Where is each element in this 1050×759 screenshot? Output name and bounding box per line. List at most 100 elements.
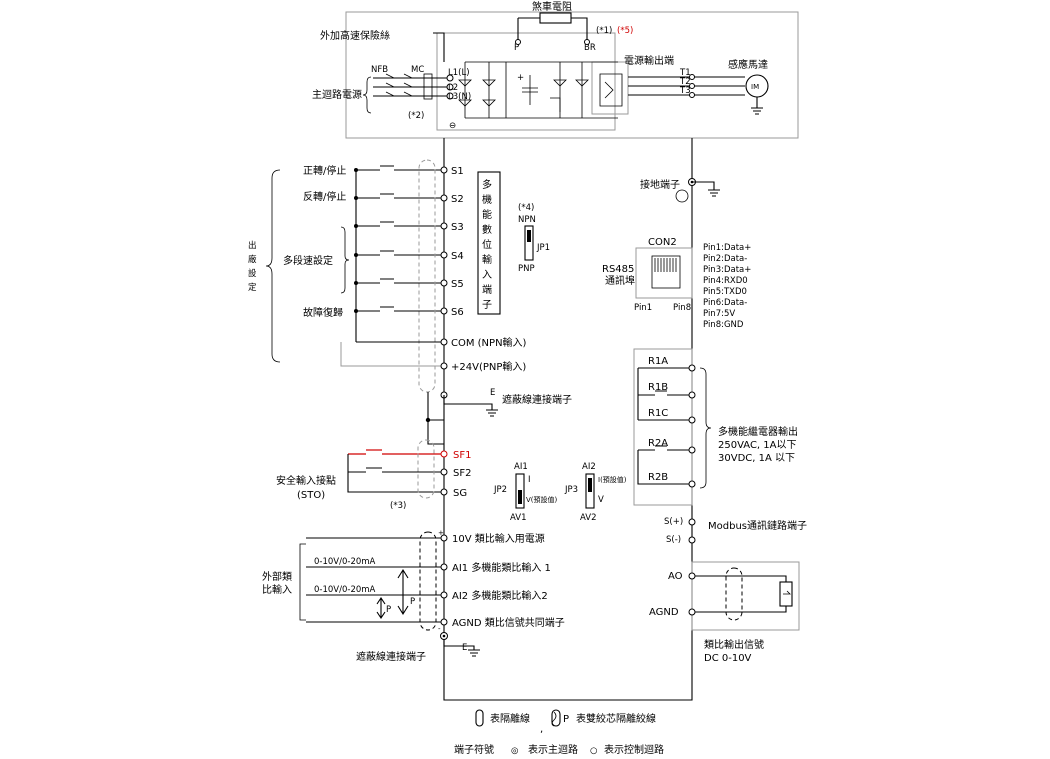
relay-box	[633, 348, 693, 506]
sf1-terminal	[440, 450, 448, 458]
analog-shield-terminal-center	[442, 634, 446, 638]
s-minus-label: S(-)	[666, 535, 681, 545]
ai1-label: AI1	[514, 462, 528, 472]
analog-title-2: 比輸入	[262, 583, 292, 596]
ain-line-1: 10V 類比輸入用電源	[452, 532, 545, 545]
factory-setting-2: 廠	[248, 254, 257, 265]
fuse-label: 外加高速保險絲	[320, 29, 390, 42]
pin-3: Pin3:Data+	[703, 265, 751, 275]
multi-function-box	[477, 171, 501, 315]
inverter-main-box	[436, 32, 616, 131]
ain-line-2: AI1 多機能類比輸入 1	[452, 561, 551, 574]
ao-label: AO	[668, 571, 683, 582]
relay-desc-1: 多機能繼電器輸出	[718, 425, 798, 438]
sf2-label: SF2	[453, 468, 471, 479]
rs485-port	[635, 247, 693, 299]
pin-4: Pin4:RXD0	[703, 276, 748, 286]
note-1: (*1)	[596, 26, 612, 36]
terminal-l3	[446, 92, 454, 100]
pin-7: Pin7:5V	[703, 309, 735, 319]
motor-label: 感應馬達	[728, 58, 768, 71]
shield-drain-wire	[427, 392, 444, 445]
s3-label: S3	[451, 222, 464, 233]
sg-label: SG	[453, 488, 467, 499]
label-fault-reset: 故障復歸	[303, 306, 343, 319]
s5-label: S5	[451, 279, 464, 290]
terminal-p: P	[514, 43, 519, 53]
ai1-arrow	[397, 568, 409, 616]
jp3-i: I(預設值)	[598, 475, 627, 484]
v24-label: +24V(PNP輸入)	[451, 360, 526, 373]
r1c-label: R1C	[648, 408, 668, 419]
range-2: 0-10V/0-20mA	[314, 585, 376, 595]
agnd-terminal	[688, 608, 696, 616]
jp2-i: I	[528, 475, 531, 485]
jp2-cap	[518, 490, 522, 504]
main-supply-label: 主迴路電源	[312, 88, 362, 101]
s6-label: S6	[451, 307, 464, 318]
e-label: E	[490, 388, 495, 398]
l3-label: L3(N)	[448, 92, 471, 102]
s-plus-label: S(+)	[664, 517, 683, 527]
sto-note: (*3)	[390, 501, 406, 511]
terminal-t1	[689, 74, 695, 80]
cap-plus: +	[517, 73, 524, 83]
analog-bracket	[299, 543, 306, 621]
agnd-label: AGND	[649, 607, 679, 618]
analog-wires	[306, 537, 444, 623]
factory-setting-4: 定	[248, 282, 257, 293]
rs485-jack	[651, 255, 681, 289]
legend-twisted-inner	[551, 711, 557, 727]
mf-9: 子	[482, 299, 492, 311]
s1-label: S1	[451, 166, 464, 177]
fuse-leader	[433, 32, 445, 62]
factory-brace	[265, 169, 281, 363]
sg-terminal	[440, 488, 448, 496]
legend-shield-icon	[475, 709, 484, 727]
power-section-frame	[345, 11, 799, 139]
p-marker-1: P	[410, 597, 415, 607]
relay-brace	[699, 367, 712, 489]
mf-1: 多	[482, 178, 492, 191]
label-reverse: 反轉/停止	[303, 190, 346, 203]
pin-5: Pin5:TXD0	[703, 287, 747, 297]
analog-out-shield	[725, 567, 743, 621]
rs485-pins	[654, 258, 677, 272]
ground-label: 接地端子	[640, 178, 680, 191]
rs485-label-1: RS485	[602, 264, 634, 275]
rectifier-diodes	[458, 79, 496, 107]
jp1-npn: NPN	[518, 215, 536, 225]
ground-earth	[692, 181, 720, 197]
note-2: (*2)	[408, 111, 424, 121]
minus-terminal: ⊖	[449, 121, 456, 131]
terminal-t2	[689, 83, 695, 89]
v24-wire	[340, 342, 444, 367]
shield-ground-label: 遮蔽線連接端子	[502, 393, 572, 406]
analog-out-frame	[691, 561, 800, 631]
sf1-label: SF1	[453, 450, 471, 461]
range-1: 0-10V/0-20mA	[314, 557, 376, 567]
ain-line-3: AI2 多機能類比輸入2	[452, 589, 548, 602]
av2-label: AV2	[580, 513, 597, 523]
analog-meter	[779, 581, 793, 607]
relay-desc-2: 250VAC, 1A以下	[718, 440, 797, 451]
legend-twisted-text: 表雙絞芯隔離絞線	[576, 712, 656, 725]
sto-label-2: (STO)	[297, 490, 325, 501]
nfb-label: NFB	[371, 65, 388, 75]
plus-marker: +	[438, 529, 444, 537]
legend-twisted-icon	[551, 709, 561, 727]
sto-label-1: 安全輸入接點	[276, 474, 336, 487]
terminal-l2	[446, 83, 454, 91]
s2-label: S2	[451, 194, 464, 205]
legend-ctrl-circle: ○	[590, 746, 597, 756]
shield-ground-symbol	[443, 395, 498, 417]
sto-shield	[417, 439, 435, 499]
mf-6: 輸	[482, 253, 492, 266]
supply-wires	[373, 77, 447, 97]
terminal-br: BR	[584, 43, 596, 53]
jp3-v: V	[598, 495, 604, 505]
multispeed-brace	[340, 226, 350, 294]
brake-resistor-label: 煞車電阻	[532, 0, 572, 13]
relay-desc-3: 30VDC, 1A 以下	[718, 453, 795, 464]
pin-1: Pin1:Data+	[703, 243, 751, 253]
